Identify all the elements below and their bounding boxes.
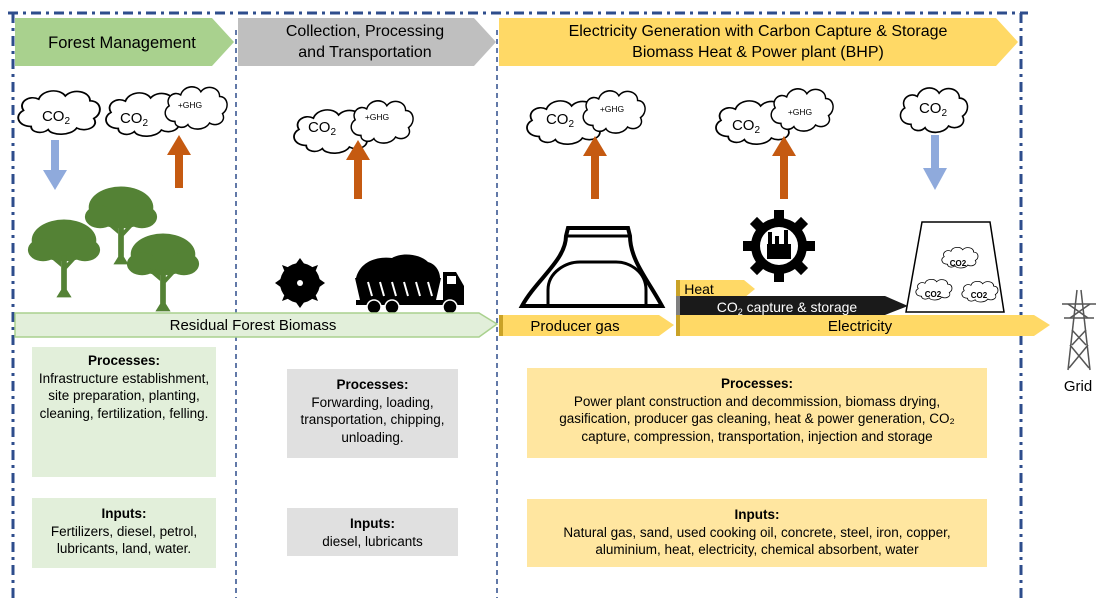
stage-collection-label-1: Collection, Processing xyxy=(286,23,444,40)
svg-text:CO2: CO2 xyxy=(919,100,948,119)
svg-text:CO2: CO2 xyxy=(42,108,71,127)
bhp-processes-title: Processes: xyxy=(720,376,794,391)
stage-forest-label: Forest Management xyxy=(48,34,196,52)
stage-header-collection: Collection, Processing and Transportatio… xyxy=(238,18,496,66)
svg-text:+GHG: +GHG xyxy=(365,112,389,122)
flow-producer-gas: Producer gas xyxy=(499,315,674,336)
collection-inputs-title: Inputs: xyxy=(350,516,395,531)
svg-text:+GHG: +GHG xyxy=(788,107,812,117)
svg-text:CO2: CO2 xyxy=(925,290,942,299)
forest-processes-box: Processes: Infrastructure establishment,… xyxy=(32,347,216,477)
forest-inputs-title: Inputs: xyxy=(101,506,147,521)
gear-factory-icon xyxy=(743,210,815,282)
co2-ghg-cloud-bhp-2: CO2 +GHG xyxy=(715,88,834,146)
up-arrow-icon xyxy=(167,135,191,188)
svg-text:Electricity: Electricity xyxy=(828,318,893,335)
collection-processes-box: Processes: Forwarding, loading, transpor… xyxy=(287,369,458,458)
bhp-inputs-text: Natural gas, sand, used cooking oil, con… xyxy=(563,524,951,558)
co2-ghg-cloud-forest: CO2 +GHG xyxy=(105,86,228,138)
truck-icon xyxy=(355,254,464,315)
transmission-tower-icon xyxy=(1062,289,1096,371)
co2-cloud-captured: CO2 xyxy=(899,87,969,134)
power-plant-icon xyxy=(518,226,666,308)
svg-text:CO2: CO2 xyxy=(971,291,988,300)
svg-text:Heat: Heat xyxy=(684,281,714,297)
up-arrow-icon xyxy=(772,136,796,199)
bhp-processes-box: Processes: Power plant construction and … xyxy=(527,368,987,458)
svg-text:+GHG: +GHG xyxy=(178,100,202,110)
co2-ghg-cloud-collection: CO2 +GHG xyxy=(293,100,414,155)
down-arrow-icon xyxy=(43,140,67,190)
collection-inputs-box: Inputs: diesel, lubricants xyxy=(287,508,458,556)
stage-header-forest: Forest Management xyxy=(15,18,234,66)
svg-text:Producer gas: Producer gas xyxy=(530,318,619,335)
flow-co2-capture: CO2 capture & storage xyxy=(676,296,908,317)
svg-text:Residual Forest Biomass: Residual Forest Biomass xyxy=(170,317,337,334)
down-arrow-icon xyxy=(923,135,947,190)
svg-text:CO2: CO2 xyxy=(950,259,967,268)
bhp-inputs-box: Inputs: Natural gas, sand, used cooking … xyxy=(527,499,987,567)
svg-text:CO2: CO2 xyxy=(732,117,761,136)
forest-processes-title: Processes: xyxy=(87,353,161,368)
bhp-inputs-title: Inputs: xyxy=(734,507,780,522)
svg-text:+GHG: +GHG xyxy=(600,104,624,114)
bhp-processes-text: Power plant construction and decommissio… xyxy=(559,393,955,444)
collection-processes-title: Processes: xyxy=(336,377,409,392)
co2-cloud-forest-uptake: CO2 xyxy=(17,89,101,136)
grid-label: Grid xyxy=(1064,378,1092,395)
stage-collection-label-2: and Transportation xyxy=(298,44,431,61)
up-arrow-icon xyxy=(583,136,607,199)
up-arrow-icon xyxy=(346,140,370,199)
flow-residual-biomass: Residual Forest Biomass xyxy=(14,312,499,338)
forest-inputs-box: Inputs: Fertilizers, diesel, petrol, lub… xyxy=(32,498,216,568)
stage-bhp-label-2: Biomass Heat & Power plant (BHP) xyxy=(632,44,884,61)
collection-processes-text: Forwarding, loading, transportation, chi… xyxy=(300,394,445,445)
tree-icon xyxy=(27,186,200,312)
co2-ghg-cloud-bhp-1: CO2 +GHG xyxy=(526,90,646,146)
svg-text:CO2 capture & storage: CO2 capture & storage xyxy=(717,299,858,317)
storage-tank-icon: CO2 CO2 CO2 xyxy=(905,221,1005,313)
stage-header-bhp: Electricity Generation with Carbon Captu… xyxy=(499,18,1018,66)
flow-heat: Heat xyxy=(676,280,755,298)
collection-inputs-text: diesel, lubricants xyxy=(322,533,423,549)
svg-text:CO2: CO2 xyxy=(546,111,575,130)
forest-processes-text: Infrastructure establishment, site prepa… xyxy=(38,370,210,421)
svg-text:CO2: CO2 xyxy=(120,110,149,129)
flow-electricity: Electricity xyxy=(676,315,1050,336)
svg-text:CO2: CO2 xyxy=(308,119,337,138)
forest-inputs-text: Fertilizers, diesel, petrol, lubricants,… xyxy=(50,523,198,557)
stage-bhp-label-1: Electricity Generation with Carbon Captu… xyxy=(569,23,948,40)
saw-blade-icon xyxy=(275,258,325,308)
